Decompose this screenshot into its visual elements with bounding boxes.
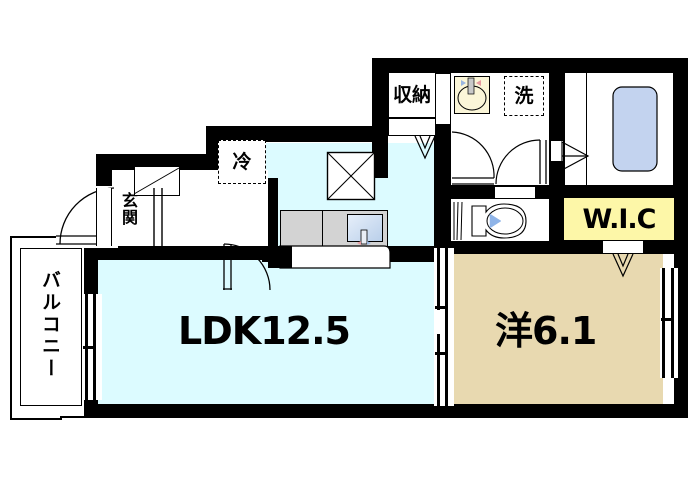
kitchen-peninsula: [279, 245, 391, 269]
wc-wall-hatch-icon: [453, 201, 463, 241]
wall-wc-bottom: [434, 240, 564, 254]
balcony-bottom-notch-border: [10, 404, 62, 420]
bathroom-door-opening[interactable]: [550, 140, 564, 162]
wall-washroom-bath-divider-lower: [550, 160, 564, 190]
washroom-door-right-swing[interactable]: [495, 139, 548, 188]
shoe-cabinet-icon: [133, 166, 180, 196]
bathtub-icon: [612, 86, 658, 172]
washroom-door-left-swing[interactable]: [451, 130, 500, 186]
washer-label: 洗: [514, 84, 534, 107]
washer-label-box: 洗: [504, 76, 544, 116]
ldk-room-fill: [96, 258, 434, 406]
genkan-ldk-door-swing[interactable]: [222, 243, 274, 296]
wic-label: W.I.C: [582, 203, 657, 235]
balcony-bottom-notch: [12, 406, 60, 418]
stove-icon: [326, 151, 376, 201]
bedroom-room-fill: [451, 248, 663, 406]
wall-kitchen-top: [206, 126, 386, 142]
bedroom-window[interactable]: [660, 268, 678, 378]
wall-bath-bottom: [550, 186, 688, 200]
exterior-wall-top: [372, 58, 688, 72]
vanity-sink-icon: [454, 76, 490, 114]
kitchen-counter-divider: [322, 210, 323, 248]
bathroom-inner-divider: [586, 72, 587, 186]
entrance-door-leaf-border: [96, 188, 112, 246]
ldk-label: LDK12.5: [178, 309, 351, 353]
bedroom-ldk-sliding-door[interactable]: [434, 248, 454, 406]
bathroom-folding-door-icon[interactable]: [561, 140, 590, 172]
wc-outline: [450, 198, 550, 242]
wall-washroom-bath-divider: [550, 58, 564, 140]
fridge-label: 冷: [232, 150, 252, 173]
wall-water-zone-left: [434, 124, 450, 194]
closet-label-box: 収納: [388, 72, 436, 118]
balcony-label: バルコニー: [39, 270, 61, 380]
fridge-label-box: 冷: [218, 140, 266, 184]
exterior-wall-top-closet: [372, 58, 388, 178]
wall-wc-right: [550, 186, 564, 254]
kitchen-sink-icon: [347, 214, 383, 245]
genkan-label: 玄関: [119, 192, 138, 226]
washroom-outline: [450, 72, 550, 186]
wic-open-arrows-icon: [612, 253, 634, 278]
wic-label-box: W.I.C: [564, 198, 674, 240]
entrance-door-leaf[interactable]: [96, 188, 112, 246]
toilet-icon: [471, 203, 527, 239]
bedroom-label: 洋6.1: [495, 309, 597, 353]
kitchen-wall-under-counter: [268, 246, 292, 268]
wall-bath-left: [434, 58, 450, 74]
balcony-inner-outline: [20, 248, 82, 406]
ldk-balcony-sliding-door[interactable]: [82, 294, 102, 400]
wic-door-panel[interactable]: [602, 240, 644, 254]
closet-door-panel[interactable]: [388, 118, 436, 136]
exterior-wall-bottom: [60, 404, 688, 418]
wall-ldk-top-left: [82, 244, 268, 260]
bathroom-outline: [564, 72, 674, 186]
closet-label: 収納: [392, 83, 431, 106]
genkan-step-line: [153, 188, 163, 246]
closet-open-arrows-icon: [414, 135, 436, 160]
